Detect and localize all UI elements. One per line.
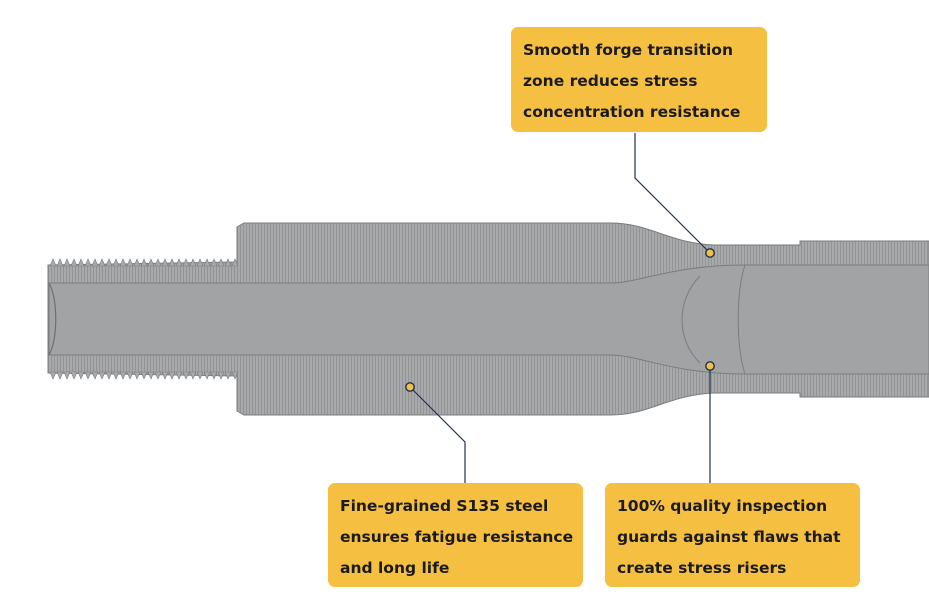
- thread-tooth: [126, 258, 134, 267]
- thread-tooth: [91, 371, 99, 380]
- callout-inspection-line-1: 100% quality inspection: [617, 497, 828, 515]
- thread-tooth: [119, 371, 127, 380]
- markers: [405, 248, 715, 392]
- thread-tooth: [189, 258, 197, 267]
- callout-forge-transition: Smooth forge transition zone reduces str…: [511, 27, 767, 132]
- thread-tooth: [91, 258, 99, 267]
- callout-inspection: 100% quality inspection guards against f…: [605, 483, 860, 587]
- thread-tooth: [196, 258, 204, 267]
- thread-tooth: [98, 258, 106, 267]
- thread-tooth: [140, 258, 148, 267]
- circle-marker-icon: [705, 361, 715, 371]
- circle-marker-icon: [405, 382, 415, 392]
- thread-tooth: [119, 258, 127, 267]
- thread-tooth: [154, 371, 162, 380]
- callout-steel-grade-line-2: ensures fatigue resistance: [340, 528, 574, 546]
- callout-forge-transition-line-3: concentration resistance: [523, 103, 741, 121]
- thread-tooth: [161, 371, 169, 380]
- transition-arc-1: [681, 275, 701, 364]
- thread-tooth: [161, 258, 169, 267]
- transition-arc-2: [737, 264, 746, 375]
- thread-tooth: [105, 371, 113, 380]
- thread-tooth: [70, 371, 78, 380]
- thread-tooth: [77, 258, 85, 267]
- thread-tooth: [210, 371, 218, 380]
- leader-lines: [409, 133, 711, 483]
- callout-inspection-line-3: create stress risers: [617, 559, 787, 577]
- thread-tooth: [126, 371, 134, 380]
- pin-face-curve: [48, 282, 57, 356]
- thread-tooth: [133, 258, 141, 267]
- circle-marker-icon: [705, 248, 715, 258]
- thread-tooth: [154, 258, 162, 267]
- thread-tooth: [98, 371, 106, 380]
- thread-tooth: [210, 258, 218, 267]
- callout-forge-transition-line-2: zone reduces stress: [523, 72, 698, 90]
- thread-teeth-top: [49, 258, 239, 267]
- thread-tooth: [49, 258, 57, 267]
- thread-teeth-bottom: [49, 371, 239, 380]
- callout-forge-transition-line-1: Smooth forge transition: [523, 41, 733, 59]
- callout-steel-grade-line-3: and long life: [340, 559, 450, 577]
- thread-tooth: [56, 258, 64, 267]
- thread-tooth: [77, 371, 85, 380]
- thread-tooth: [112, 371, 120, 380]
- callout-inspection-line-2: guards against flaws that: [617, 528, 841, 546]
- leader-line-steel-grade: [409, 386, 466, 483]
- thread-tooth: [56, 371, 64, 380]
- thread-tooth: [133, 371, 141, 380]
- thread-tooth: [217, 371, 225, 380]
- thread-tooth: [175, 258, 183, 267]
- thread-tooth: [49, 371, 57, 380]
- thread-tooth: [203, 258, 211, 267]
- thread-tooth: [112, 258, 120, 267]
- thread-tooth: [70, 258, 78, 267]
- thread-tooth: [84, 371, 92, 380]
- thread-tooth: [224, 258, 232, 267]
- callout-steel-grade-line-1: Fine-grained S135 steel: [340, 497, 549, 515]
- thread-tooth: [224, 371, 232, 380]
- callout-steel-grade: Fine-grained S135 steel ensures fatigue …: [328, 483, 583, 587]
- thread-tooth: [63, 258, 71, 267]
- thread-tooth: [105, 258, 113, 267]
- thread-tooth: [168, 371, 176, 380]
- thread-tooth: [147, 258, 155, 267]
- pipe-bore: [48, 264, 929, 375]
- leader-line-forge-transition: [634, 133, 711, 254]
- thread-tooth: [182, 371, 190, 380]
- thread-tooth: [63, 371, 71, 380]
- pipe-body: [47, 222, 929, 416]
- thread-tooth: [168, 258, 176, 267]
- thread-tooth: [182, 258, 190, 267]
- thread-tooth: [196, 371, 204, 380]
- thread-tooth: [231, 371, 239, 380]
- thread-tooth: [84, 258, 92, 267]
- thread-tooth: [217, 258, 225, 267]
- thread-tooth: [140, 371, 148, 380]
- thread-tooth: [203, 371, 211, 380]
- thread-tooth: [231, 258, 239, 267]
- thread-tooth: [175, 371, 183, 380]
- thread-tooth: [189, 371, 197, 380]
- thread-tooth: [147, 371, 155, 380]
